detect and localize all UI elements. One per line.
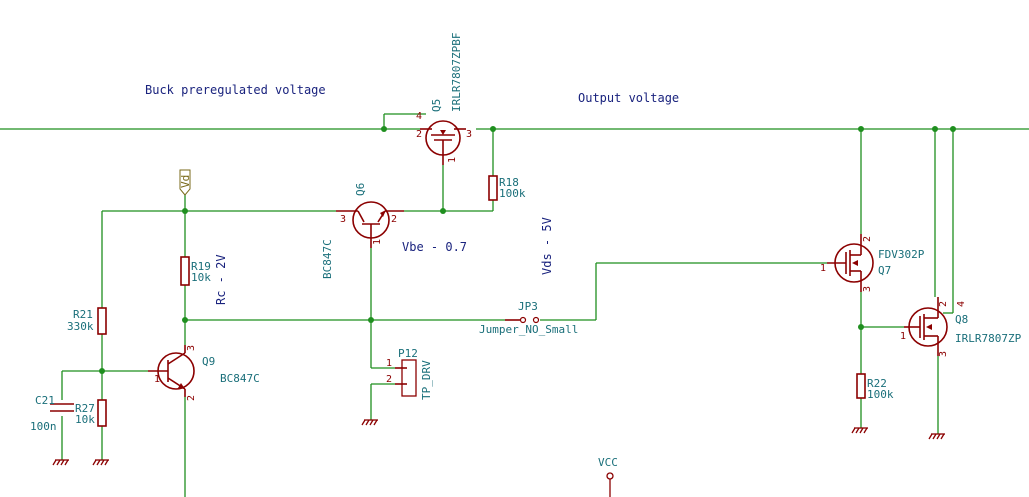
q8-pin-3: 3 <box>938 351 949 357</box>
r27-resistor: R27 10k <box>75 399 107 427</box>
r19-ref: R19 <box>191 260 211 273</box>
r21-ref: R21 <box>73 308 93 321</box>
q8-pin-1: 1 <box>900 331 906 342</box>
q8-pin-2: 2 <box>938 301 949 307</box>
q7-pin-3: 3 <box>862 286 873 292</box>
q9-value: BC847C <box>220 372 260 385</box>
q7-pin-2: 2 <box>862 236 873 242</box>
jp3-jumper: JP3 Jumper_NO_Small <box>479 300 578 336</box>
q7-pin-1: 1 <box>820 263 826 274</box>
c21-value: 100n <box>30 420 57 433</box>
p12-pin-2: 2 <box>386 374 392 385</box>
q9-transistor: 1 3 2 Q9 BC847C <box>148 345 260 401</box>
r21-value: 330k <box>67 320 94 333</box>
p12-value: TP_DRV <box>420 360 433 400</box>
jp3-value: Jumper_NO_Small <box>479 323 578 336</box>
r19-resistor: R19 10k <box>180 256 211 286</box>
q5-value: IRLR7807ZPBF <box>450 33 463 112</box>
r27-value: 10k <box>75 413 95 426</box>
wires <box>0 113 1029 497</box>
q7-value: FDV302P <box>878 248 925 261</box>
c21-ref: C21 <box>35 394 55 407</box>
q5-mosfet: 4 2 3 1 Q5 IRLR7807ZPBF <box>416 33 472 165</box>
r22-ref: R22 <box>867 377 887 390</box>
ground-r27-icon <box>92 459 109 466</box>
r18-resistor: R18 100k <box>488 175 526 201</box>
note-rc: Rc - 2V <box>214 254 228 305</box>
r18-ref: R18 <box>499 176 519 189</box>
q7-ref: Q7 <box>878 264 891 277</box>
r27-ref: R27 <box>75 402 95 415</box>
note-output-voltage: Output voltage <box>578 91 679 105</box>
q8-ref: Q8 <box>955 313 968 326</box>
p12-ref: P12 <box>398 347 418 360</box>
q5-pin-3: 3 <box>466 129 472 140</box>
r18-value: 100k <box>499 187 526 200</box>
q9-ref: Q9 <box>202 355 215 368</box>
note-buck-preregulated: Buck preregulated voltage <box>145 83 326 97</box>
q6-pin-1: 1 <box>372 239 383 245</box>
ground-c21-icon <box>52 459 69 466</box>
r21-resistor: R21 330k <box>67 307 107 335</box>
q6-pin-2: 2 <box>391 214 397 225</box>
q8-pin-4: 4 <box>956 301 967 307</box>
r22-value: 100k <box>867 388 894 401</box>
q9-pin-2: 2 <box>186 395 197 401</box>
p12-connector: 1 2 P12 TP_DRV <box>386 347 433 400</box>
vcc-power-flag: VCC <box>598 456 618 497</box>
q5-pin-2: 2 <box>416 129 422 140</box>
r22-resistor: R22 100k <box>856 373 894 401</box>
q9-pin-3: 3 <box>186 345 197 351</box>
q6-transistor: 3 2 1 Q6 BC847C <box>321 183 404 279</box>
q9-pin-1: 1 <box>154 374 160 385</box>
q5-pin-4: 4 <box>416 111 422 122</box>
note-vds: Vds - 5V <box>540 217 554 275</box>
q7-mosfet: 1 2 3 FDV302P Q7 <box>820 234 925 292</box>
ground-r22-icon <box>851 427 868 434</box>
q5-ref: Q5 <box>430 99 443 112</box>
global-label-vd: Vd <box>179 169 192 196</box>
p12-pin-1: 1 <box>386 358 392 369</box>
q6-ref: Q6 <box>354 183 367 196</box>
ground-p12-icon <box>361 419 378 426</box>
c21-capacitor: C21 100n <box>30 394 74 433</box>
r19-value: 10k <box>191 271 211 284</box>
global-label-vd-text: Vd <box>179 175 192 188</box>
q8-mosfet: 1 2 4 3 Q8 IRLR7807ZP <box>900 297 1022 357</box>
q8-value: IRLR7807ZP <box>955 332 1022 345</box>
q6-value: BC847C <box>321 239 334 279</box>
q5-pin-1: 1 <box>447 157 458 163</box>
vcc-label: VCC <box>598 456 618 469</box>
ground-q8-icon <box>928 433 945 440</box>
jp3-ref: JP3 <box>518 300 538 313</box>
note-vbe: Vbe - 0.7 <box>402 240 467 254</box>
junctions <box>99 126 956 374</box>
q6-pin-3: 3 <box>340 214 346 225</box>
